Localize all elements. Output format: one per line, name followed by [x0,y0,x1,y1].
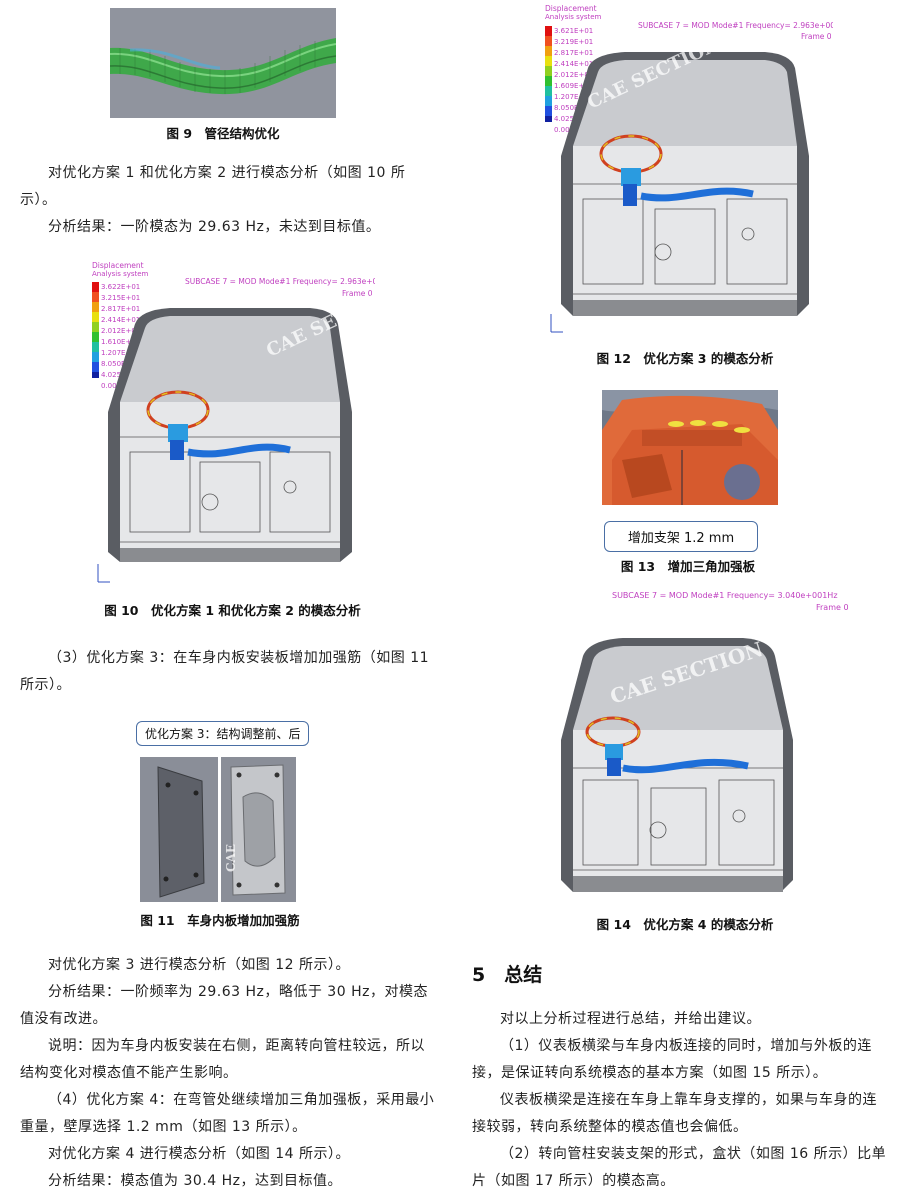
svg-text:3.622E+01: 3.622E+01 [101,283,140,291]
fig10-frame-text: Frame 0 [342,289,373,298]
paragraph: （3）优化方案 3：在车身内板安装板增加加强筋（如图 11 所示）。 [20,650,430,693]
paragraph: 对优化方案 1 和优化方案 2 进行模态分析（如图 10 所示）。 [20,165,406,208]
svg-text:Analysis system: Analysis system [545,13,602,21]
svg-text:2.817E+01: 2.817E+01 [554,49,593,57]
paragraph: 仪表板横梁是连接在车身上靠车身支撑的，如果与车身的连接较弱，转向系统整体的模态值… [472,1092,877,1135]
section-title: 5 总结 [472,964,543,986]
figure-10-caption: 图 10 优化方案 1 和优化方案 2 的模态分析 [104,603,361,618]
figure-13-caption: 图 13 增加三角加强板 [620,559,756,574]
paragraph: 分析结果：一阶模态为 29.63 Hz，未达到目标值。 [48,219,381,235]
fig12-frequency-text: SUBCASE 7 = MOD Mode#1 Frequency= 2.963e… [638,21,833,30]
paragraph: 对以上分析过程进行总结，并给出建议。 [500,1011,761,1027]
paragraph: （4）优化方案 4：在弯管处继续增加三角加强板，采用最小重量，壁厚选择 1.2 … [20,1092,435,1135]
svg-text:3.621E+01: 3.621E+01 [554,27,593,35]
fig14-frequency-text: SUBCASE 7 = MOD Mode#1 Frequency= 3.040e… [612,591,838,600]
svg-text:1.207E+01: 1.207E+01 [554,93,593,101]
paragraph: （2）转向管柱安装支架的形式，盒状（如图 16 所示）比单片（如图 17 所示）… [472,1146,887,1189]
paragraph: （1）仪表板横梁与车身内板连接的同时，增加与外板的连接，是保证转向系统模态的基本… [472,1038,872,1081]
fig14-frame-text: Frame 0 [816,603,849,612]
paragraph: 说明：因为车身内板安装在右侧，距离转向管柱较远，所以结构变化对模态值不能产生影响… [20,1038,425,1081]
svg-text:2.012E+01: 2.012E+01 [101,327,140,335]
fig10-legend-title: Analysis system [92,270,149,278]
svg-text:8.050E+00: 8.050E+00 [554,104,593,112]
svg-text:8.050E+00: 8.050E+00 [101,360,140,368]
svg-text:1.609E+01: 1.609E+01 [554,82,593,90]
fig11-watermark: CAE [224,844,238,872]
figure-9-caption: 图 9 管径结构优化 [166,126,280,141]
svg-text:2.414E+01: 2.414E+01 [554,60,593,68]
figure-14-image: CAE SECTION [543,630,813,900]
svg-text:2.012E+01: 2.012E+01 [554,71,593,79]
figure-13-image [602,390,778,505]
figure-11-image-before [140,757,218,902]
paragraph: 分析结果：一阶频率为 29.63 Hz，略低于 30 Hz，对模态值没有改进。 [20,984,428,1027]
svg-text:1.207E+01: 1.207E+01 [101,349,140,357]
figure-12-image: Displacement Analysis system SUBCASE 7 =… [543,4,833,340]
paragraph: 对优化方案 3 进行模态分析（如图 12 所示）。 [48,957,351,973]
fig10-header-text: Displacement [92,262,144,270]
figure-11-image-after: CAE [221,757,296,902]
svg-text:2.414E+01: 2.414E+01 [101,316,140,324]
figure-14-caption: 图 14 优化方案 4 的模态分析 [596,917,774,932]
figure-10-image: Displacement SUBCASE 7 = MOD Mode#1 Freq… [90,262,375,590]
figure-12-caption: 图 12 优化方案 3 的模态分析 [596,351,774,366]
svg-text:3.219E+01: 3.219E+01 [554,38,593,46]
figure-11-callout: 优化方案 3：结构调整前、后 [136,721,310,746]
paragraph: 分析结果：模态值为 30.4 Hz，达到目标值。 [48,1173,342,1189]
svg-text:3.215E+01: 3.215E+01 [101,294,140,302]
figure-11-caption: 图 11 车身内板增加加强筋 [140,913,300,928]
fig12-frame-text: Frame 0 [801,32,832,41]
figure-9-image [110,8,336,118]
fig10-frequency-text: SUBCASE 7 = MOD Mode#1 Frequency= 2.963e… [185,277,375,286]
svg-text:1.610E+01: 1.610E+01 [101,338,140,346]
svg-text:Displacement: Displacement [545,4,597,13]
svg-text:2.817E+01: 2.817E+01 [101,305,140,313]
figure-13-callout: 增加支架 1.2 mm [604,521,758,552]
paragraph: 对优化方案 4 进行模态分析（如图 14 所示）。 [48,1146,351,1162]
